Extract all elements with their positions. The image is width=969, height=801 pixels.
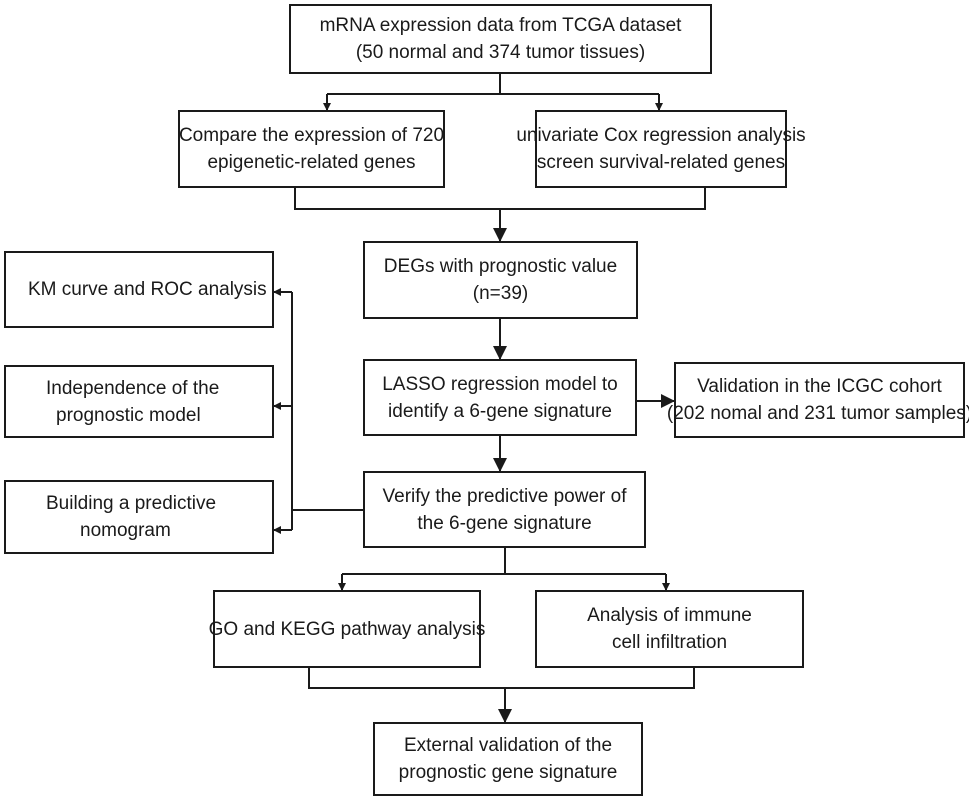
- node-nomogram-line2: nomogram: [80, 520, 171, 541]
- node-tcga-line2: (50 normal and 374 tumor tissues): [355, 42, 646, 63]
- node-compare-expression: Compare the expression of 720 epigenetic…: [178, 110, 445, 188]
- node-lasso: LASSO regression model to identify a 6-g…: [363, 359, 637, 436]
- node-lasso-line2: identify a 6-gene signature: [388, 400, 612, 422]
- node-independence: Independence of the prognostic model: [4, 365, 274, 438]
- node-verify-line2: the 6-gene signature: [417, 512, 592, 534]
- node-independence-line1: Independence of the: [46, 377, 220, 399]
- node-degs-line2: (n=39): [472, 283, 529, 304]
- node-cox-line1: univariate Cox regression analysis: [516, 125, 806, 146]
- node-icgc-line1: Validation in the ICGC cohort: [697, 376, 942, 397]
- node-degs-line1: DEGs with prognostic value: [383, 256, 618, 277]
- node-external-validation: External validation of the prognostic ge…: [373, 722, 643, 796]
- node-nomogram: Building a predictive nomogram: [4, 480, 274, 554]
- node-compare-line1: Compare the expression of 720: [178, 125, 445, 146]
- node-icgc-validation: Validation in the ICGC cohort (202 nomal…: [667, 362, 969, 438]
- node-cox-line2: screen survival-related genes: [536, 152, 786, 173]
- node-external-line2: prognostic gene signature: [398, 762, 618, 783]
- node-degs: DEGs with prognostic value (n=39): [363, 241, 638, 319]
- node-lasso-line1: LASSO regression model to: [382, 373, 618, 395]
- node-external-line1: External validation of the: [403, 735, 613, 756]
- node-compare-line2: epigenetic-related genes: [207, 152, 416, 173]
- connector-merge-go-immune: [308, 668, 695, 689]
- node-immune-line2: cell infiltration: [611, 632, 728, 653]
- node-immune-infiltration: Analysis of immune cell infiltration: [535, 590, 804, 668]
- node-go-kegg: GO and KEGG pathway analysis: [209, 590, 485, 668]
- node-cox-regression: univariate Cox regression analysis scree…: [516, 110, 806, 188]
- node-independence-line2: prognostic model: [56, 404, 201, 426]
- node-verify: Verify the predictive power of the 6-gen…: [363, 471, 646, 548]
- node-icgc-line2: (202 nomal and 231 tumor samples): [666, 403, 969, 424]
- node-immune-line1: Analysis of immune: [587, 605, 752, 626]
- node-tcga-data: mRNA expression data from TCGA dataset (…: [289, 4, 712, 74]
- node-tcga-line1: mRNA expression data from TCGA dataset: [319, 15, 682, 36]
- node-km-roc: KM curve and ROC analysis: [4, 251, 274, 328]
- node-nomogram-line1: Building a predictive: [46, 493, 217, 514]
- node-go-line1: GO and KEGG pathway analysis: [208, 618, 486, 640]
- node-km-line1: KM curve and ROC analysis: [28, 279, 267, 300]
- connector-merge-compare-cox: [294, 188, 706, 210]
- node-verify-line1: Verify the predictive power of: [382, 485, 627, 507]
